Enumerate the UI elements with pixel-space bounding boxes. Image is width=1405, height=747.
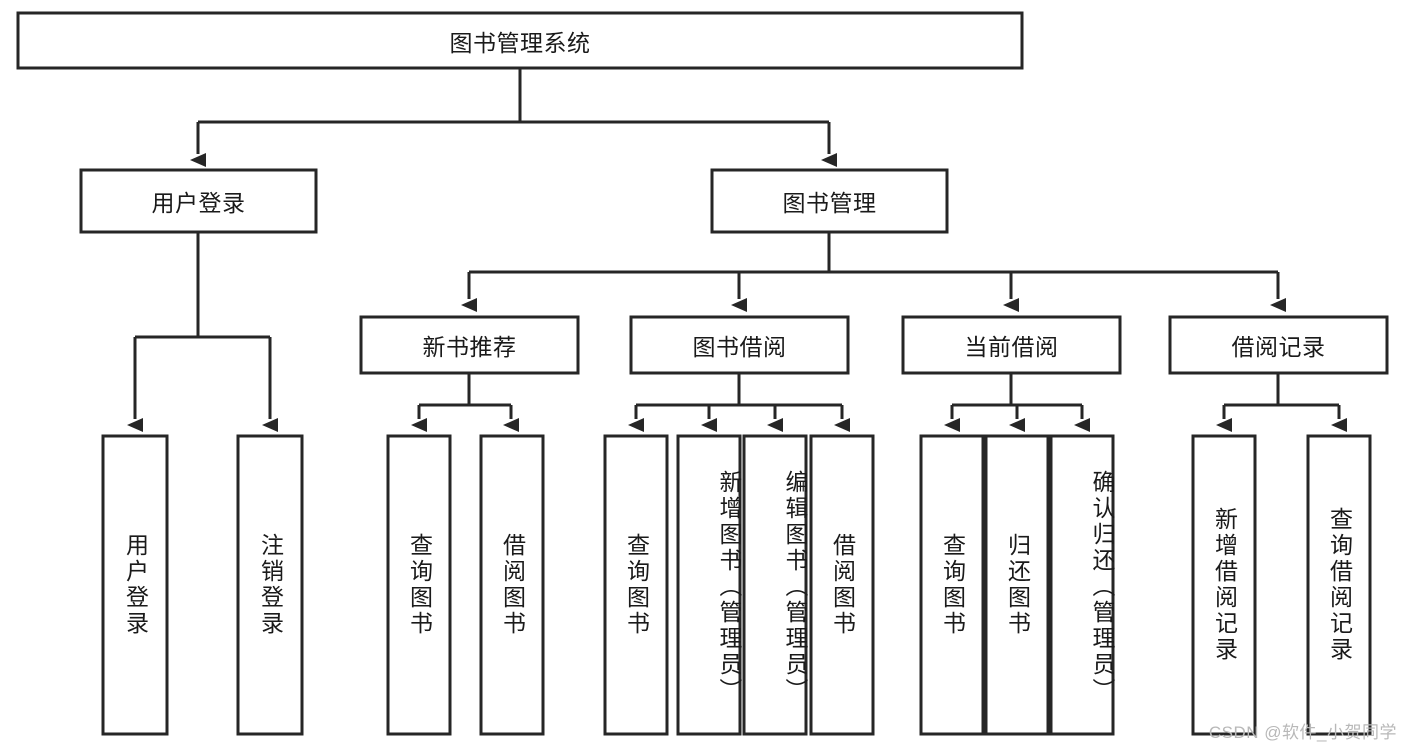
node-box-leaf-user-login[interactable]	[101, 434, 169, 736]
node-box-leaf-query-borrow-record[interactable]	[1306, 434, 1372, 736]
node-box-leaf-add-book[interactable]	[676, 434, 742, 736]
node-box-leaf-logout[interactable]	[236, 434, 304, 736]
node-box-current-borrow[interactable]	[901, 315, 1122, 375]
node-box-leaf-return-book[interactable]	[984, 434, 1050, 736]
node-box-new-book-recommend[interactable]	[359, 315, 580, 375]
connector-new-book-recommend-to-leaves	[411, 373, 519, 432]
node-box-leaf-query-book-b[interactable]	[603, 434, 669, 736]
connector-book-borrow-to-leaves	[628, 373, 850, 432]
node-box-leaf-edit-book[interactable]	[742, 434, 808, 736]
node-box-leaf-query-book-c[interactable]	[919, 434, 985, 736]
node-box-user-login[interactable]	[79, 168, 318, 234]
connector-root-to-level2	[190, 68, 837, 167]
node-box-leaf-query-book-a[interactable]	[386, 434, 452, 736]
node-box-book-management[interactable]	[710, 168, 949, 234]
node-box-leaf-confirm-return[interactable]	[1049, 434, 1115, 736]
node-box-root[interactable]	[16, 11, 1024, 70]
connector-current-borrow-to-leaves	[944, 373, 1090, 432]
connector-book-management-to-level3	[461, 232, 1286, 312]
node-box-leaf-borrow-book-b[interactable]	[809, 434, 875, 736]
node-box-book-borrow[interactable]	[629, 315, 850, 375]
connector-user-login-to-leaves	[127, 232, 278, 432]
connector-borrow-record-to-leaves	[1216, 373, 1347, 432]
node-box-leaf-borrow-book-a[interactable]	[479, 434, 545, 736]
node-box-leaf-add-borrow-record[interactable]	[1191, 434, 1257, 736]
node-box-borrow-record[interactable]	[1168, 315, 1389, 375]
